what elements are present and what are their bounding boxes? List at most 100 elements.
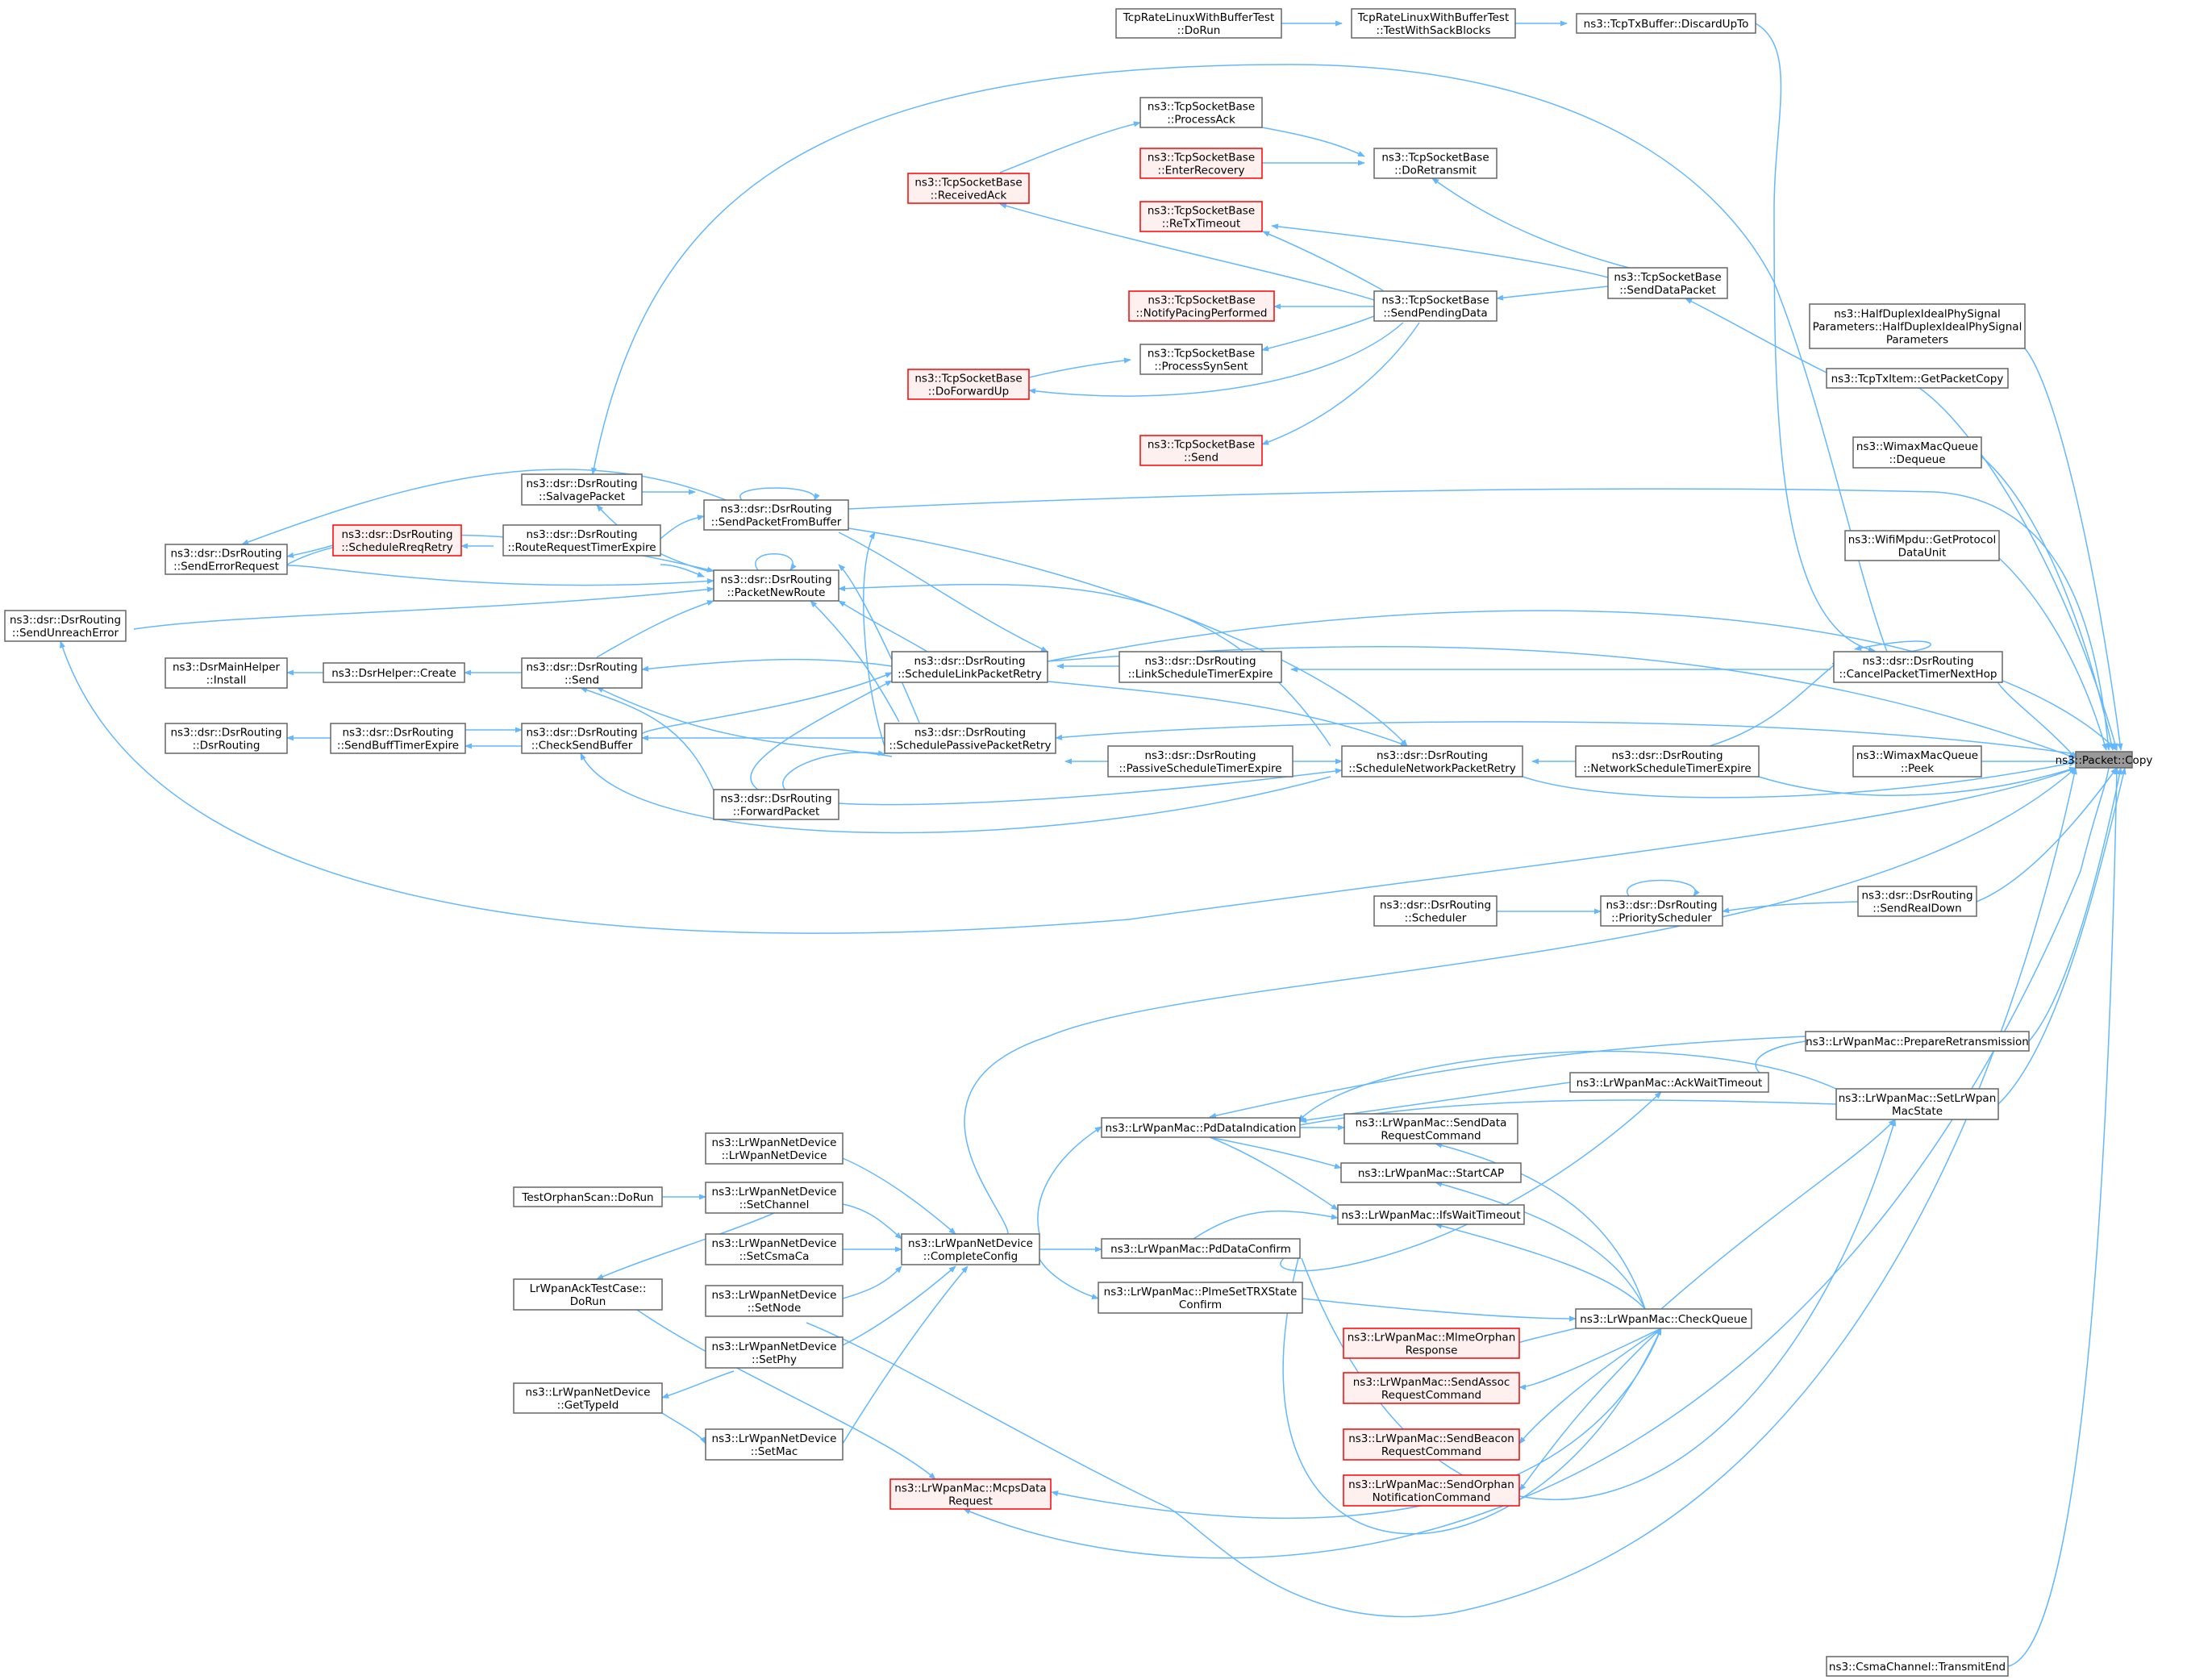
node-priorityscheduler[interactable]: ns3::dsr::DsrRouting::PriorityScheduler	[1600, 895, 1723, 927]
node-scheduler[interactable]: ns3::dsr::DsrRouting::Scheduler	[1373, 895, 1498, 927]
node-prepareretransmission[interactable]: ns3::LrWpanMac::PrepareRetransmission	[1805, 1031, 2030, 1052]
node-copy[interactable]: ns3::Packet::Copy	[2056, 751, 2153, 769]
node-label: ns3::dsr::DsrRouting	[526, 727, 637, 740]
node-label: TcpRateLinuxWithBufferTest	[1357, 11, 1509, 24]
node-schedulenetwork[interactable]: ns3::dsr::DsrRouting::ScheduleNetworkPac…	[1341, 745, 1523, 777]
node-box	[323, 662, 465, 683]
node-pddataconfirm[interactable]: ns3::LrWpanMac::PdDataConfirm	[1101, 1238, 1301, 1259]
node-label: ::SalvagePacket	[539, 490, 625, 503]
node-testorphan[interactable]: TestOrphanScan::DoRun	[513, 1186, 663, 1207]
node-processack[interactable]: ns3::TcpSocketBase::ProcessAck	[1139, 97, 1263, 128]
node-label: ns3::dsr::DsrRouting	[720, 793, 831, 806]
node-sendbufftimer[interactable]: ns3::dsr::DsrRouting::SendBuffTimerExpir…	[330, 723, 466, 754]
node-sendunreacherror[interactable]: ns3::dsr::DsrRouting::SendUnreachError	[4, 610, 127, 642]
call-edge	[1271, 223, 1609, 278]
node-label: ns3::LrWpanMac::MlmeOrphan	[1348, 1332, 1516, 1344]
node-setmac[interactable]: ns3::LrWpanNetDevice::SetMac	[705, 1428, 844, 1461]
node-label: ::DoRun	[1177, 24, 1221, 37]
node-senddatapacket[interactable]: ns3::TcpSocketBase::SendDataPacket	[1607, 267, 1728, 299]
node-networkscheduletimer[interactable]: ns3::dsr::DsrRouting::NetworkScheduleTim…	[1575, 745, 1760, 777]
node-sendpacketfrombuffer[interactable]: ns3::dsr::DsrRouting::SendPacketFromBuff…	[703, 499, 849, 531]
node-box	[2075, 751, 2133, 769]
node-startcap[interactable]: ns3::LrWpanMac::StartCAP	[1340, 1162, 1522, 1183]
node-passivescheduletimer[interactable]: ns3::dsr::DsrRouting::PassiveScheduleTim…	[1107, 745, 1293, 777]
node-schedulelinkpacket[interactable]: ns3::dsr::DsrRouting::ScheduleLinkPacket…	[891, 651, 1048, 683]
node-label: ns3::WimaxMacQueue	[1856, 749, 1978, 762]
call-edge	[1709, 661, 1839, 747]
node-retxtimeout[interactable]: ns3::TcpSocketBase::ReTxTimeout	[1139, 201, 1263, 232]
node-schedulereqretry[interactable]: ns3::dsr::DsrRouting::ScheduleRreqRetry	[332, 524, 462, 557]
node-receivedack[interactable]: ns3::TcpSocketBase::ReceivedAck	[907, 173, 1030, 204]
node-schedulepassive[interactable]: ns3::dsr::DsrRouting::SchedulePassivePac…	[884, 723, 1056, 754]
node-doretransmit[interactable]: ns3::TcpSocketBase::DoRetransmit	[1373, 148, 1498, 179]
node-tcptxitem[interactable]: ns3::TcpTxItem::GetPacketCopy	[1826, 368, 2009, 389]
node-tcplinux_dorun[interactable]: TcpRateLinuxWithBufferTest::DoRun	[1115, 8, 1282, 39]
node-sendrealdown[interactable]: ns3::dsr::DsrRouting::SendRealDown	[1857, 886, 1977, 917]
node-dsrsend[interactable]: ns3::dsr::DsrRouting::Send	[521, 657, 643, 689]
node-label: ::Dequeue	[1889, 453, 1945, 466]
node-routerequesttimer[interactable]: ns3::dsr::DsrRouting::RouteRequestTimerE…	[502, 524, 661, 557]
node-gettypeid[interactable]: ns3::LrWpanNetDevice::GetTypeId	[513, 1382, 663, 1414]
node-label: ::TestWithSackBlocks	[1377, 24, 1491, 37]
call-edge	[590, 64, 1888, 652]
node-label: ns3::dsr::DsrRouting	[526, 661, 637, 674]
node-label: ::SchedulePassivePacketRetry	[889, 740, 1051, 752]
node-checksendbuffer[interactable]: ns3::dsr::DsrRouting::CheckSendBuffer	[521, 723, 643, 754]
node-setchannel[interactable]: ns3::LrWpanNetDevice::SetChannel	[705, 1182, 844, 1214]
node-box	[1139, 435, 1263, 466]
node-forwardpacket[interactable]: ns3::dsr::DsrRouting::ForwardPacket	[713, 789, 839, 820]
node-processsynsent[interactable]: ns3::TcpSocketBase::ProcessSynSent	[1139, 344, 1263, 375]
node-checkqueue[interactable]: ns3::LrWpanMac::CheckQueue	[1575, 1308, 1752, 1329]
node-txbuffer_discard[interactable]: ns3::TcpTxBuffer::DiscardUpTo	[1576, 13, 1756, 34]
node-label: ::SendPendingData	[1383, 307, 1487, 320]
function-nodes: ns3::Packet::Copy TcpRateLinuxWithBufferT…	[4, 8, 2153, 1677]
node-lrwpanacktest[interactable]: LrWpanAckTestCase::DoRun	[513, 1278, 663, 1311]
node-pddataindication[interactable]: ns3::LrWpanMac::PdDataIndication	[1101, 1117, 1301, 1138]
call-edge	[1660, 1119, 1896, 1310]
node-box	[521, 657, 643, 689]
node-ackwaittimeout[interactable]: ns3::LrWpanMac::AckWaitTimeout	[1569, 1072, 1769, 1093]
node-label: ns3::dsr::DsrRouting	[1861, 890, 1972, 903]
node-setnode[interactable]: ns3::LrWpanNetDevice::SetNode	[705, 1285, 844, 1317]
node-salvagepacket[interactable]: ns3::dsr::DsrRouting::SalvagePacket	[521, 473, 643, 506]
node-box	[1341, 745, 1523, 777]
node-senderrorrequest[interactable]: ns3::dsr::DsrRouting::SendErrorRequest	[165, 544, 288, 575]
node-sendorphan[interactable]: ns3::LrWpanMac::SendOrphanNotificationCo…	[1343, 1474, 1520, 1507]
node-sendpendingdata[interactable]: ns3::TcpSocketBase::SendPendingData	[1373, 290, 1498, 322]
node-label: RequestCommand	[1381, 1130, 1481, 1143]
node-completeconfig[interactable]: ns3::LrWpanNetDevice::CompleteConfig	[901, 1233, 1040, 1265]
node-linkscheduletimer[interactable]: ns3::dsr::DsrRouting::LinkScheduleTimerE…	[1118, 651, 1282, 683]
node-label: ns3::dsr::DsrRouting	[526, 477, 637, 490]
call-edge	[810, 600, 900, 723]
node-tcpsend[interactable]: ns3::TcpSocketBase::Send	[1139, 435, 1263, 466]
node-label: ns3::CsmaChannel::TransmitEnd	[1829, 1661, 2006, 1674]
node-halfduplex[interactable]: ns3::HalfDuplexIdealPhySignalParameters:…	[1809, 303, 2026, 349]
node-lrnd_ctor[interactable]: ns3::LrWpanNetDevice::LrWpanNetDevice	[705, 1132, 844, 1165]
node-label: ns3::dsr::DsrRouting	[720, 573, 831, 586]
node-tcplinux_sack[interactable]: TcpRateLinuxWithBufferTest::TestWithSack…	[1351, 8, 1516, 39]
node-enterrecovery[interactable]: ns3::TcpSocketBase::EnterRecovery	[1139, 148, 1263, 179]
node-notifypacing[interactable]: ns3::TcpSocketBase::NotifyPacingPerforme…	[1128, 290, 1275, 322]
node-wimaxpeek[interactable]: ns3::WimaxMacQueue::Peek	[1852, 745, 1982, 777]
node-dsrmainhelper[interactable]: ns3::DsrMainHelper::Install	[165, 657, 288, 689]
node-packetnewroute[interactable]: ns3::dsr::DsrRouting::PacketNewRoute	[713, 569, 839, 602]
node-transmitend[interactable]: ns3::CsmaChannel::TransmitEnd	[1826, 1656, 2009, 1677]
node-dsrhelpercreate[interactable]: ns3::DsrHelper::Create	[323, 662, 465, 683]
node-setcsmaca[interactable]: ns3::LrWpanNetDevice::SetCsmaCa	[705, 1233, 844, 1265]
node-dsrctor[interactable]: ns3::dsr::DsrRouting::DsrRouting	[165, 723, 288, 754]
node-label: ns3::LrWpanNetDevice	[712, 1237, 837, 1250]
node-label: LrWpanAckTestCase::	[530, 1282, 647, 1295]
node-setphy[interactable]: ns3::LrWpanNetDevice::SetPhy	[705, 1336, 844, 1369]
node-doforwardup[interactable]: ns3::TcpSocketBase::DoForwardUp	[907, 369, 1030, 400]
node-ifswaittimeout[interactable]: ns3::LrWpanMac::IfsWaitTimeout	[1337, 1204, 1525, 1225]
node-wimaxdequeue[interactable]: ns3::WimaxMacQueue::Dequeue	[1852, 436, 1982, 469]
node-cancelpackettimer[interactable]: ns3::dsr::DsrRouting::CancelPacketTimerN…	[1833, 651, 2003, 683]
